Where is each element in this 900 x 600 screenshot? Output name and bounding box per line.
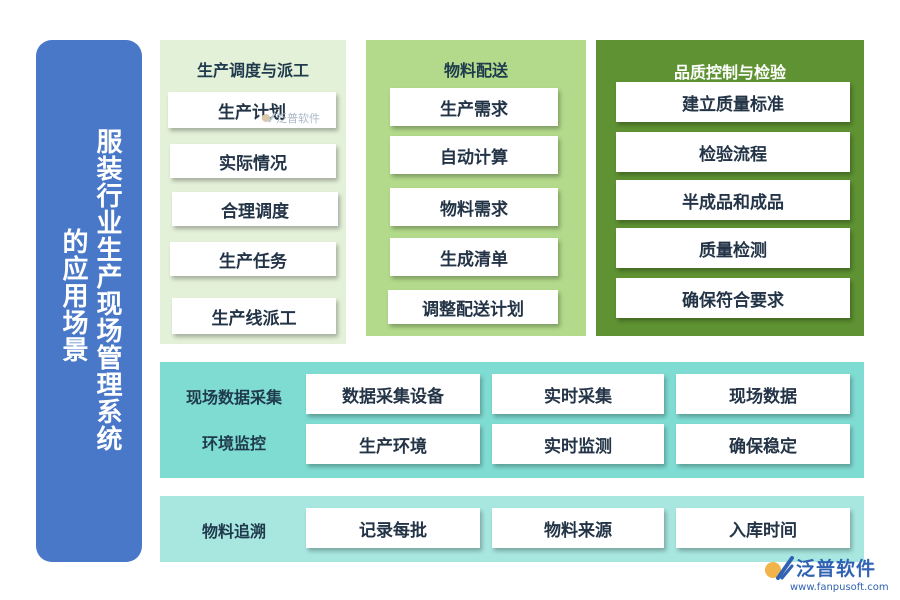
brand-url: www.fanpusoft.com [790,582,889,593]
trace-card-3: 入库时间 [676,508,850,548]
dispatch-card-3: 合理调度 [172,192,338,226]
env-card-3: 确保稳定 [676,424,850,464]
data-collection-panel: 现场数据采集 环境监控 数据采集设备 实时采集 现场数据 生产环境 实时监测 确… [160,362,864,478]
quality-card-1: 建立质量标准 [616,82,850,122]
dispatch-card-4: 生产任务 [170,242,336,276]
environment-monitor-label: 环境监控 [201,434,266,453]
system-title-panel: 服装行业生产现场管理系统 的应用场景 [36,40,142,562]
delivery-card-2: 自动计算 [390,136,558,174]
delivery-card-3: 物料需求 [390,188,558,226]
quality-control-title: 品质控制与检验 [673,63,786,82]
system-subtitle: 的应用场景 [58,228,88,363]
inner-logo-icon [262,112,276,123]
material-delivery-panel: 物料配送 生产需求 自动计算 物料需求 生成清单 调整配送计划 [366,40,586,336]
delivery-card-1: 生产需求 [390,88,558,126]
material-delivery-title: 物料配送 [443,61,508,80]
brand-watermark: 泛普软件 www.fanpusoft.com [764,554,896,598]
production-dispatch-title: 生产调度与派工 [196,61,309,80]
quality-card-4: 质量检测 [616,228,850,268]
trace-card-2: 物料来源 [492,508,664,548]
data-card-1: 数据采集设备 [306,374,480,414]
dispatch-card-2: 实际情况 [170,144,336,178]
data-card-2: 实时采集 [492,374,664,414]
dispatch-card-5: 生产线派工 [172,298,336,334]
data-card-3: 现场数据 [676,374,850,414]
delivery-card-5: 调整配送计划 [388,290,558,324]
delivery-card-4: 生成清单 [390,238,558,276]
inner-watermark: 泛普软件 [262,110,320,126]
quality-card-3: 半成品和成品 [616,180,850,220]
trace-card-1: 记录每批 [306,508,480,548]
data-collection-label: 现场数据采集 [185,388,282,407]
quality-control-panel: 品质控制与检验 建立质量标准 检验流程 半成品和成品 质量检测 确保符合要求 [596,40,864,336]
inner-watermark-text: 泛普软件 [276,112,320,125]
quality-card-5: 确保符合要求 [616,278,850,318]
env-card-2: 实时监测 [492,424,664,464]
material-trace-panel: 物料追溯 记录每批 物料来源 入库时间 [160,496,864,562]
brand-name: 泛普软件 [796,558,877,580]
env-card-1: 生产环境 [306,424,480,464]
system-title: 服装行业生产现场管理系统 [92,128,122,452]
quality-card-2: 检验流程 [616,132,850,172]
production-dispatch-panel: 生产调度与派工 生产计划 实际情况 合理调度 生产任务 生产线派工 [160,40,346,344]
brand-logo-icon [765,556,794,580]
material-trace-label: 物料追溯 [201,522,266,541]
